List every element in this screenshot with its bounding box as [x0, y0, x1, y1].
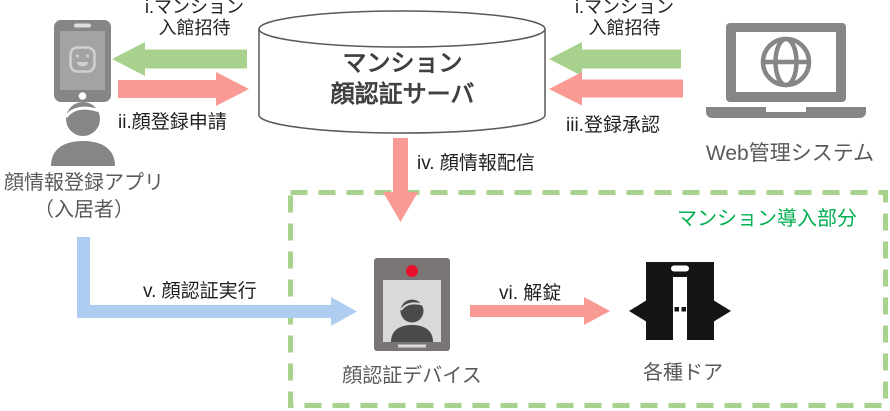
server-title-line1: マンション	[342, 50, 463, 77]
device-node-label: 顔認証デバイス	[342, 365, 482, 387]
server-title: マンション 顔認証サーバ	[259, 48, 546, 110]
face-id-icon	[69, 46, 96, 73]
flow-label-unlock: vi. 解錠	[499, 283, 562, 304]
globe-icon	[760, 36, 812, 88]
cylinder-top	[258, 10, 546, 48]
door-arrow-right-icon	[713, 300, 731, 322]
device-person-icon	[391, 299, 433, 342]
server-cylinder	[258, 10, 546, 134]
installation-zone-label: マンション導入部分	[677, 208, 857, 230]
arrow-distribute-icon	[383, 138, 418, 222]
installation-zone-border	[288, 190, 888, 408]
flow-label-register: ii.顔登録申請	[118, 112, 227, 133]
smartphone-icon	[54, 20, 111, 102]
arrow-register-icon	[118, 72, 249, 106]
flow-label-distribute: iv. 顔情報配信	[417, 153, 535, 174]
app-node-label: 顔情報登録アプリ （入居者）	[4, 172, 164, 221]
flow-label-authenticate: v. 顔認証実行	[143, 281, 257, 302]
flow-label-invite-left: i.マンション 入館招待	[145, 0, 244, 38]
arrow-invite-left-icon	[112, 42, 247, 76]
device-led	[406, 265, 418, 277]
arrow-approve-icon	[549, 72, 683, 106]
web-node-label: Web管理システム	[705, 142, 875, 165]
resident-person-icon	[51, 102, 115, 166]
arrow-invite-right-icon	[549, 42, 681, 76]
flow-label-approve: iii.登録承認	[566, 115, 660, 136]
door-arrow-left-icon	[629, 300, 647, 322]
door-icon	[629, 262, 731, 340]
arrow-authenticate-icon	[77, 237, 357, 326]
arrow-unlock-icon	[470, 297, 610, 325]
laptop-icon	[706, 23, 866, 118]
face-device-icon	[374, 258, 450, 351]
cylinder-body	[258, 29, 546, 134]
server-title-line2: 顔認証サーバ	[330, 81, 475, 108]
flow-label-invite-right: i.マンション 入館招待	[575, 0, 674, 38]
door-node-label: 各種ドア	[643, 362, 723, 384]
